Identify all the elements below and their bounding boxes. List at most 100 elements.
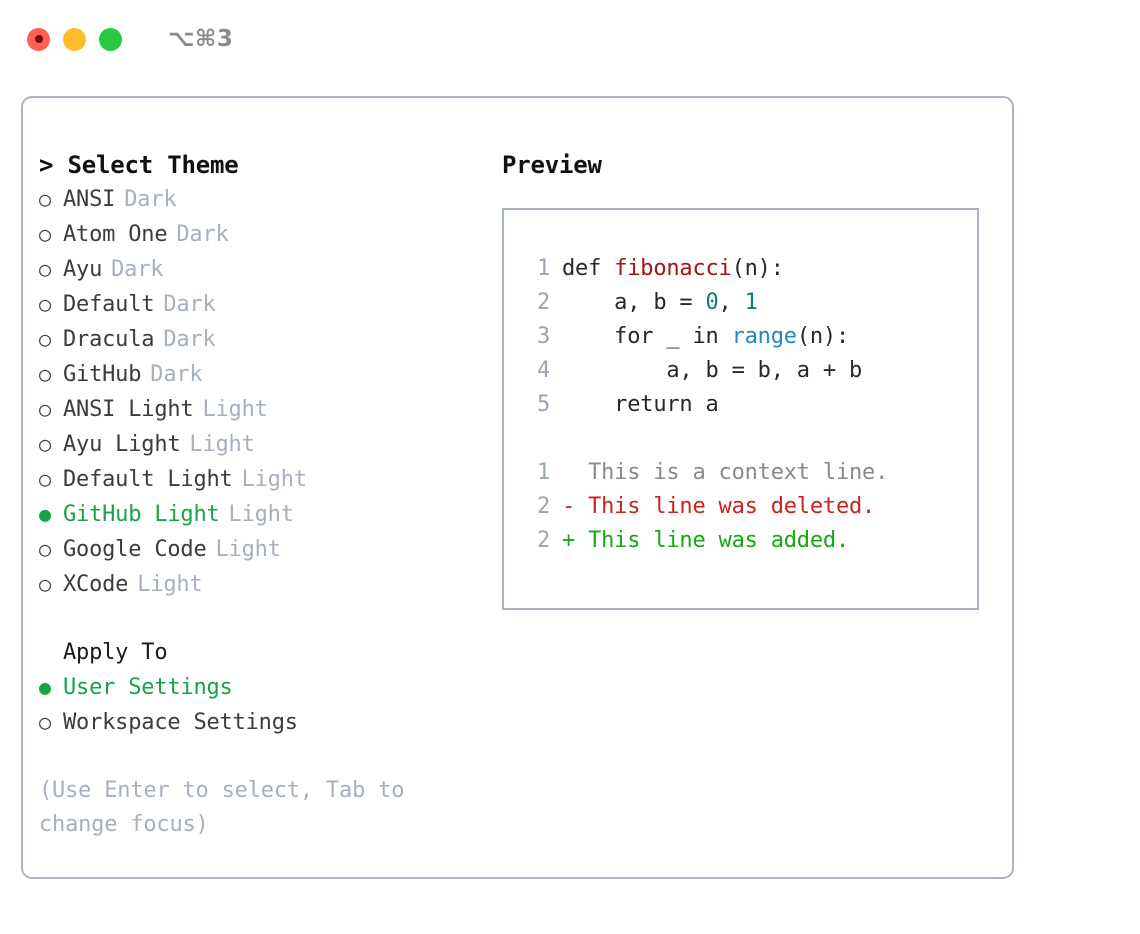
theme-name-label: Default Light: [63, 467, 233, 492]
keyboard-hint-text: (Use Enter to select, Tab to change focu…: [39, 778, 405, 837]
line-number: 1: [536, 256, 550, 281]
select-theme-header: > Select Theme: [39, 151, 239, 179]
radio-unselected-icon[interactable]: ○: [39, 710, 51, 734]
line-number: 2: [536, 528, 550, 553]
theme-name-label: Ayu: [63, 257, 103, 282]
diff-text: + This line was added.: [562, 528, 849, 553]
code-line: 3 for _ in range(n):: [516, 320, 971, 354]
code-token: (n):: [796, 324, 850, 349]
theme-variant-tag: Light: [189, 432, 255, 457]
theme-name-label: Ayu Light: [63, 432, 181, 457]
line-number: 5: [536, 392, 550, 417]
theme-name-label: GitHub: [63, 362, 142, 387]
code-token: a, b =: [562, 290, 706, 315]
radio-unselected-icon[interactable]: ○: [39, 187, 51, 211]
radio-unselected-icon[interactable]: ○: [39, 467, 51, 491]
title-bar: ⌥⌘3: [0, 0, 1140, 78]
theme-variant-tag: Dark: [124, 187, 177, 212]
apply-to-item[interactable]: ○ Workspace Settings: [39, 705, 489, 740]
theme-list-item[interactable]: ● GitHub Light Light: [39, 497, 489, 532]
theme-name-label: GitHub Light: [63, 502, 220, 527]
code-token: return a: [562, 392, 719, 417]
code-token: fibonacci: [614, 256, 732, 281]
code-token: (n):: [731, 256, 784, 281]
minimize-window-button[interactable]: [63, 27, 86, 51]
apply-to-label: User Settings: [63, 675, 233, 700]
theme-name-label: Default: [63, 292, 155, 317]
apply-to-header: Apply To: [63, 640, 168, 665]
radio-unselected-icon[interactable]: ○: [39, 257, 51, 281]
theme-variant-tag: Dark: [111, 257, 164, 282]
radio-unselected-icon[interactable]: ○: [39, 432, 51, 456]
preview-header: Preview: [502, 151, 602, 179]
radio-unselected-icon[interactable]: ○: [39, 222, 51, 246]
theme-variant-tag: Light: [202, 397, 268, 422]
line-number: 3: [536, 324, 550, 349]
line-number: 4: [536, 358, 550, 383]
theme-list-item[interactable]: ○ XCode Light: [39, 567, 489, 602]
theme-variant-tag: Light: [241, 467, 307, 492]
diff-line: 2 + This line was added.: [516, 524, 971, 558]
line-number: 2: [536, 290, 550, 315]
theme-list-item[interactable]: ○ ANSI Dark: [39, 182, 489, 217]
code-token: a, b = b, a + b: [562, 358, 863, 383]
theme-list-item[interactable]: ○ Default Light Light: [39, 462, 489, 497]
diff-line: 1 This is a context line.: [516, 456, 971, 490]
radio-selected-icon[interactable]: ●: [39, 675, 51, 699]
radio-unselected-icon[interactable]: ○: [39, 362, 51, 386]
theme-variant-tag: Dark: [163, 327, 216, 352]
theme-name-label: XCode: [63, 572, 129, 597]
diff-text: This is a context line.: [562, 460, 889, 485]
code-token: ,: [718, 290, 745, 315]
theme-list-item[interactable]: ○ Ayu Dark: [39, 252, 489, 287]
theme-variant-tag: Light: [215, 537, 281, 562]
theme-list-item[interactable]: ○ Default Dark: [39, 287, 489, 322]
code-line: 1 def fibonacci(n):: [516, 252, 971, 286]
theme-name-label: ANSI Light: [63, 397, 194, 422]
code-token: 0: [705, 290, 719, 315]
apply-to-section: Apply To ● User Settings ○ Workspace Settin…: [39, 636, 489, 740]
apply-to-list: ● User Settings ○ Workspace Settings: [39, 670, 489, 740]
maximize-window-button[interactable]: [99, 27, 122, 51]
theme-variant-tag: Light: [228, 502, 294, 527]
keyboard-shortcut-label: ⌥⌘3: [168, 26, 234, 52]
code-token: for _ in: [562, 324, 732, 349]
diff-line: 2 - This line was deleted.: [516, 490, 971, 524]
code-line: 4 a, b = b, a + b: [516, 354, 971, 388]
code-token: 1: [744, 290, 758, 315]
theme-variant-tag: Light: [137, 572, 203, 597]
line-number: 2: [536, 494, 550, 519]
radio-unselected-icon[interactable]: ○: [39, 292, 51, 316]
radio-unselected-icon[interactable]: ○: [39, 537, 51, 561]
theme-variant-tag: Dark: [176, 222, 229, 247]
theme-name-label: ANSI: [63, 187, 116, 212]
radio-unselected-icon[interactable]: ○: [39, 572, 51, 596]
close-window-button[interactable]: [27, 27, 50, 51]
radio-unselected-icon[interactable]: ○: [39, 397, 51, 421]
line-number: 1: [536, 460, 550, 485]
theme-list-item[interactable]: ○ ANSI Light Light: [39, 392, 489, 427]
code-token: def: [562, 256, 615, 281]
theme-variant-tag: Dark: [163, 292, 216, 317]
theme-list-item[interactable]: ○ Ayu Light Light: [39, 427, 489, 462]
code-spacer: [516, 422, 971, 456]
theme-name-label: Google Code: [63, 537, 207, 562]
apply-to-item[interactable]: ● User Settings: [39, 670, 489, 705]
theme-list-item[interactable]: ○ Google Code Light: [39, 532, 489, 567]
code-line: 2 a, b = 0, 1: [516, 286, 971, 320]
apply-to-label: Workspace Settings: [63, 710, 298, 735]
radio-unselected-icon[interactable]: ○: [39, 327, 51, 351]
radio-selected-icon[interactable]: ●: [39, 502, 51, 526]
diff-text: - This line was deleted.: [562, 494, 876, 519]
